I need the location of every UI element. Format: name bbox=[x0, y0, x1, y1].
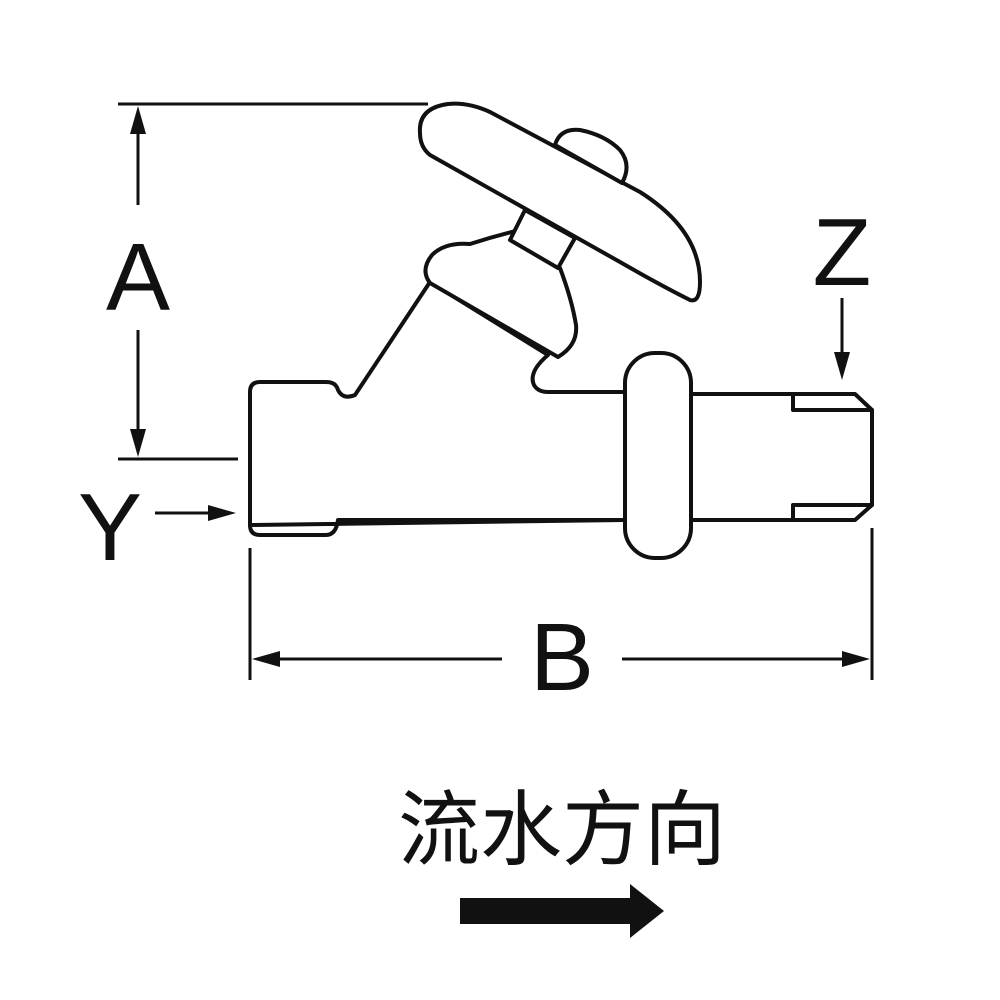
port-z-pointer bbox=[834, 298, 850, 380]
dim-a-arrow-down bbox=[130, 429, 146, 457]
dim-a-arrow-up bbox=[130, 106, 146, 134]
dim-b-label: B bbox=[530, 604, 594, 711]
right-arrow-icon bbox=[460, 884, 664, 938]
flow-direction-label: 流水方向 bbox=[398, 783, 726, 878]
port-y-label: Y bbox=[78, 474, 142, 581]
handle-cap bbox=[553, 127, 629, 185]
dimension-a bbox=[118, 102, 428, 461]
dimension-b bbox=[248, 528, 874, 680]
valve-drawing bbox=[248, 101, 874, 560]
port-y-pointer bbox=[155, 505, 236, 521]
union-nut bbox=[623, 351, 693, 560]
outlet-thread bbox=[791, 392, 874, 522]
dim-a-label: A bbox=[106, 224, 170, 331]
dim-b-arrow-left bbox=[252, 651, 280, 667]
port-z-label: Z bbox=[813, 199, 872, 306]
dim-b-arrow-right bbox=[842, 651, 870, 667]
valve-body bbox=[248, 280, 627, 537]
outlet-pipe bbox=[689, 392, 874, 522]
bonnet-collar bbox=[423, 228, 579, 359]
handle-wheel bbox=[417, 101, 702, 303]
